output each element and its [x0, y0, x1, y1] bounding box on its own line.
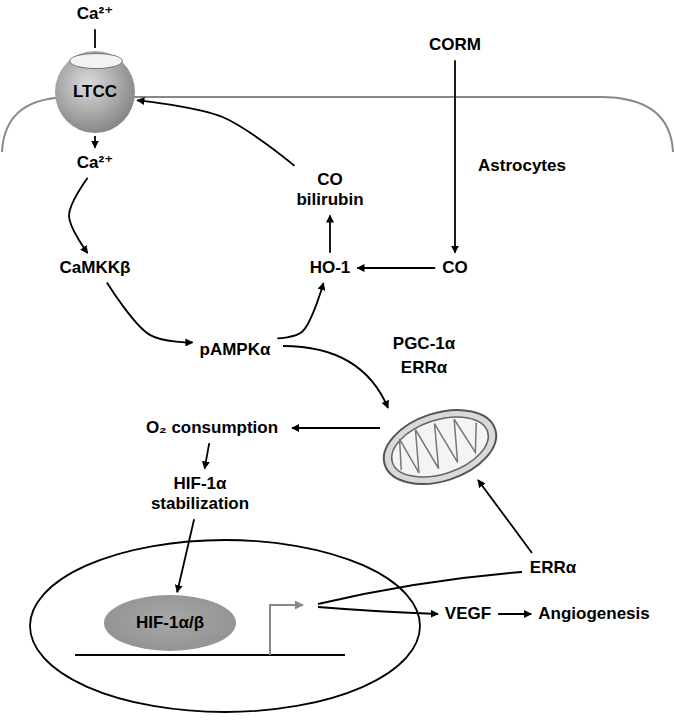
transcription-start-arrow	[270, 605, 303, 655]
transcript-to-erra-line	[318, 572, 522, 604]
ion-label: Ca²⁺	[73, 2, 117, 26]
node-text: Ca²⁺	[77, 153, 113, 173]
connector-arrow	[177, 519, 194, 592]
molecule-label: CO	[438, 256, 472, 280]
node-text: Ca²⁺	[77, 4, 113, 24]
channel-sphere: LTCC	[55, 51, 135, 133]
gene-product-label: VEGF	[441, 602, 495, 626]
connector-arrow	[329, 215, 331, 252]
connector-arrow	[94, 29, 96, 48]
connector-arrow	[454, 60, 456, 253]
node-text: VEGF	[445, 604, 491, 624]
pampk-to-mitochondrion-arrow	[283, 346, 388, 408]
enzyme-label: HO-1	[306, 256, 355, 280]
coactivator-label: PGC-1α	[391, 334, 457, 354]
node-text: CaMKKβ	[60, 258, 131, 278]
transcript-to-vegf-arrow	[318, 607, 438, 614]
dna-strand	[75, 654, 345, 656]
gene-product-label: ERRα	[526, 556, 580, 580]
coactivator-label: ERRα	[399, 358, 449, 378]
process-label: HIF-1α stabilization	[147, 472, 253, 517]
ion-label: Ca²⁺	[73, 151, 117, 175]
connector-arrow	[137, 100, 294, 166]
connector-arrow	[69, 178, 88, 253]
node-text: HIF-1α stabilization	[151, 474, 249, 515]
nucleus	[30, 540, 420, 712]
node-text: LTCC	[73, 82, 117, 102]
connector-arrow	[357, 267, 435, 269]
node-text: pAMPKα	[200, 340, 271, 360]
connector-arrow	[107, 283, 193, 343]
connector-arrow	[277, 283, 323, 339]
node-text: CO bilirubin	[296, 170, 363, 211]
node-text: CORM	[429, 35, 481, 55]
connector-arrow	[498, 613, 531, 615]
node-text: Angiogenesis	[538, 604, 649, 624]
node-text: HO-1	[310, 258, 351, 278]
erra-to-mitochondrion-arrow	[478, 480, 532, 553]
kinase-label: pAMPKα	[196, 338, 275, 362]
molecule-label: CORM	[425, 33, 485, 57]
node-text: HIF-1α/β	[136, 613, 204, 633]
node-text: CO	[442, 258, 468, 278]
connector-arrow	[94, 136, 96, 148]
product-label: CO bilirubin	[292, 168, 367, 213]
mitochondrion-to-o2-arrow	[292, 427, 380, 429]
node-text: ERRα	[530, 558, 576, 578]
mitochondrion	[374, 397, 505, 498]
kinase-label: CaMKKβ	[56, 256, 135, 280]
cell-type-label: Astrocytes	[476, 156, 568, 176]
node-text: O₂ consumption	[146, 418, 278, 438]
outcome-label: Angiogenesis	[534, 602, 653, 626]
connector-arrow	[205, 443, 210, 469]
process-label: O₂ consumption	[142, 416, 282, 440]
transcription-factor: HIF-1α/β	[104, 595, 236, 651]
